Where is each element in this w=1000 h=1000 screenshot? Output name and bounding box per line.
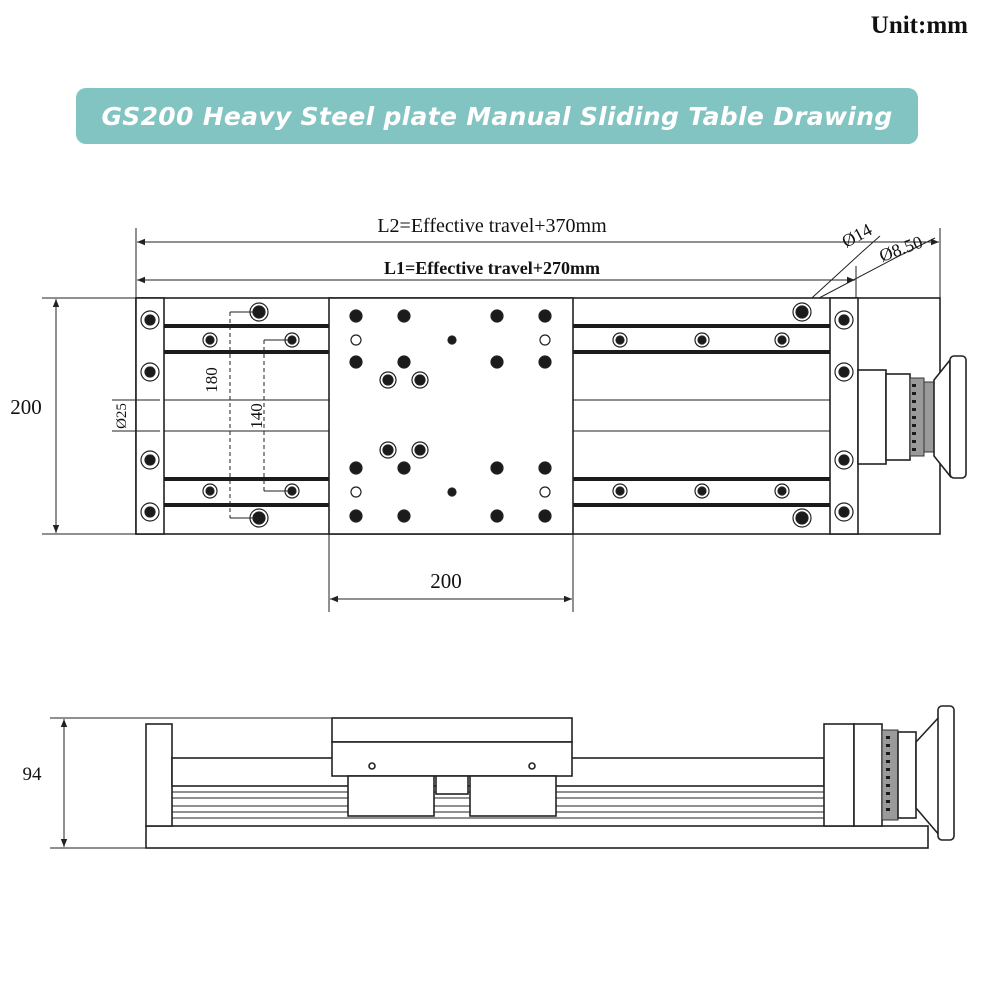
dimension-140: 140 <box>247 339 292 492</box>
hole-callouts: Ø14 Ø8.50 <box>801 219 936 308</box>
end-block-hole-core <box>838 506 850 518</box>
dial-tick <box>912 400 916 403</box>
carriage-tapped-hole <box>490 509 504 523</box>
carriage-pin-hole <box>539 486 551 498</box>
end-block-hole-core <box>838 314 850 326</box>
rail-mount-holes <box>202 302 812 528</box>
end-block-hole-core <box>838 366 850 378</box>
dimension-height-94: 94 <box>23 717 332 849</box>
dial-tick <box>912 384 916 387</box>
spacing-140-label: 140 <box>247 403 266 429</box>
drawing-title: GS200 Heavy Steel plate Manual Sliding T… <box>101 101 893 131</box>
unit-label: Unit:mm <box>870 12 968 39</box>
side-base-plate <box>145 825 929 849</box>
dimension-180: 180 <box>202 311 258 519</box>
dial-tick <box>912 424 916 427</box>
dial-tick <box>886 808 890 811</box>
rail-screw-hole-core <box>205 335 215 345</box>
l1-label: L1=Effective travel+270mm <box>384 258 600 278</box>
dial-tick <box>886 752 890 755</box>
carriage-tapped-hole <box>397 355 411 369</box>
dial-tick <box>886 744 890 747</box>
carriage-tapped-hole <box>538 355 552 369</box>
right-end-block <box>829 297 859 535</box>
rail-screw-hole-core <box>205 486 215 496</box>
carriage-tapped-hole <box>397 509 411 523</box>
carriage-pin-hole <box>350 334 362 346</box>
carriage-tapped-hole <box>349 509 363 523</box>
carriage-pin-hole <box>539 334 551 346</box>
dimension-carriage-200: 200 <box>328 534 574 612</box>
side-view <box>145 705 955 849</box>
base-mount-hole-core <box>795 305 809 319</box>
carriage-counterbore-core <box>414 374 426 386</box>
end-block-hole-core <box>144 366 156 378</box>
spacing-180-label: 180 <box>202 367 221 393</box>
dial-tick <box>886 776 890 779</box>
carriage-tapped-hole <box>349 355 363 369</box>
dial-tick <box>912 440 916 443</box>
carriage-plate <box>328 297 574 535</box>
carriage-counterbore-core <box>382 374 394 386</box>
carriage-200-label: 200 <box>430 569 462 593</box>
carriage-tapped-hole <box>490 309 504 323</box>
side-carriage-top <box>331 717 573 743</box>
height-94-label: 94 <box>23 764 43 785</box>
dial-tick <box>886 760 890 763</box>
end-block-hole-core <box>838 454 850 466</box>
carriage-center-hole <box>447 335 457 345</box>
carriage-tapped-hole <box>538 461 552 475</box>
width-200-label: 200 <box>10 395 42 419</box>
dimension-l1: L1=Effective travel+270mm <box>137 258 857 298</box>
top-view: 180 140 Ø25 <box>112 297 967 535</box>
l2-label: L2=Effective travel+370mm <box>377 215 607 237</box>
carriage-tapped-hole <box>349 461 363 475</box>
dimension-l2: L2=Effective travel+370mm <box>135 215 941 298</box>
carriage-pin-hole <box>350 486 362 498</box>
title-banner: GS200 Heavy Steel plate Manual Sliding T… <box>76 88 918 144</box>
end-block-hole-core <box>144 506 156 518</box>
rail-screw-hole-core <box>777 335 787 345</box>
carriage-center-hole <box>447 487 457 497</box>
dimension-dia-25: Ø25 <box>112 399 160 432</box>
dial-tick <box>912 392 916 395</box>
end-block-hole-core <box>144 454 156 466</box>
carriage-tapped-hole <box>349 309 363 323</box>
end-block-holes <box>140 310 854 522</box>
carriage-tapped-hole <box>490 461 504 475</box>
dial-tick <box>886 800 890 803</box>
carriage-tapped-hole <box>538 309 552 323</box>
left-end-block <box>135 297 165 535</box>
dial-tick <box>886 792 890 795</box>
dial-tick <box>886 736 890 739</box>
rail-screw-hole-core <box>615 335 625 345</box>
rail-screw-hole-core <box>697 335 707 345</box>
carriage-tapped-hole <box>397 461 411 475</box>
base-mount-hole-core <box>795 511 809 525</box>
dimension-width-200: 200 <box>10 297 136 535</box>
carriage-tapped-hole <box>397 309 411 323</box>
rail-screw-hole-core <box>697 486 707 496</box>
dial-tick <box>912 432 916 435</box>
carriage-tapped-hole <box>538 509 552 523</box>
dial-tick <box>912 408 916 411</box>
carriage-holes <box>349 309 552 523</box>
rail-screw-hole-core <box>615 486 625 496</box>
rail-screw-hole-core <box>777 486 787 496</box>
dia-850-label: Ø8.50 <box>877 232 926 266</box>
dia-25-label: Ø25 <box>114 403 130 429</box>
carriage-tapped-hole <box>490 355 504 369</box>
dial-tick <box>912 448 916 451</box>
carriage-counterbore-core <box>414 444 426 456</box>
dial-tick <box>886 784 890 787</box>
end-block-hole-core <box>144 314 156 326</box>
carriage-counterbore-core <box>382 444 394 456</box>
dial-tick <box>912 416 916 419</box>
dial-tick <box>886 768 890 771</box>
hand-wheel-top <box>857 355 967 479</box>
dia-14-label: Ø14 <box>838 219 875 251</box>
